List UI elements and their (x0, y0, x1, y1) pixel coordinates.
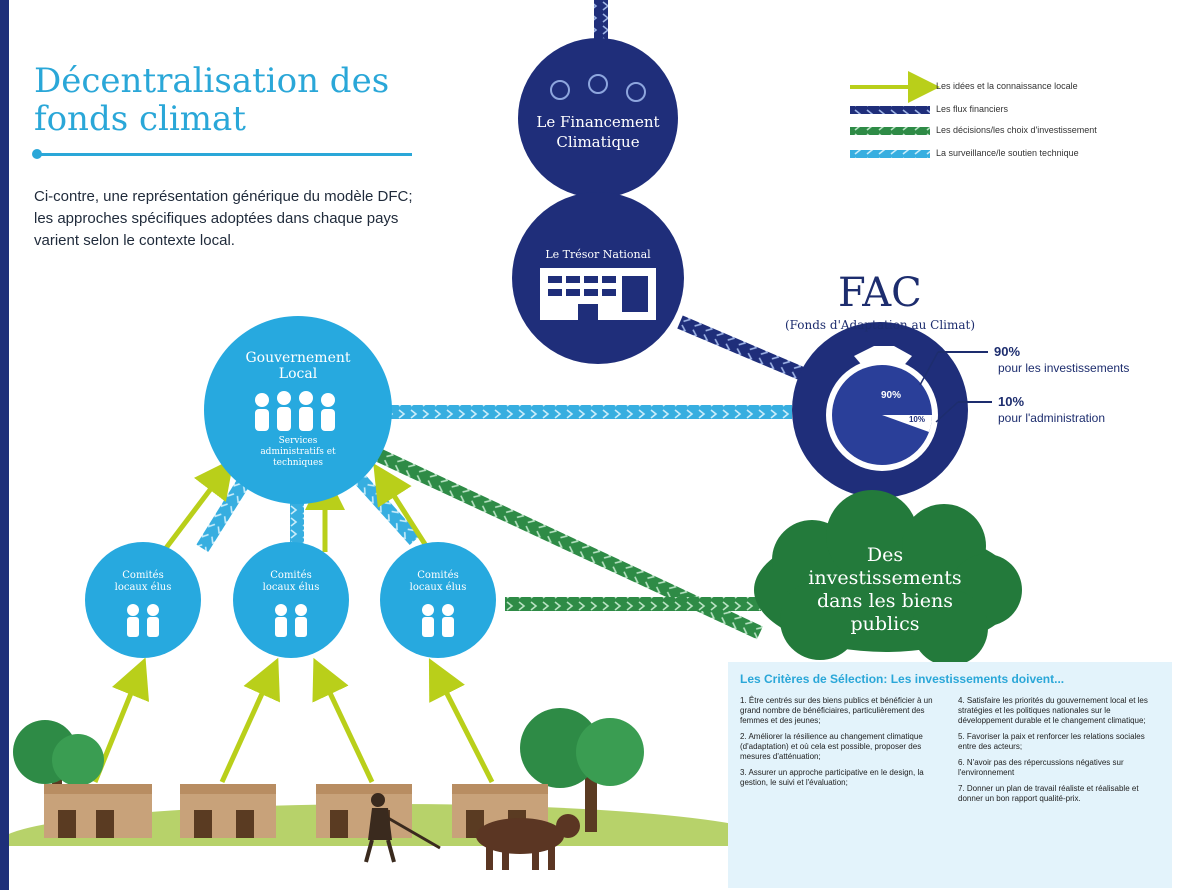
flow-comite-investissements (505, 597, 761, 611)
title-rule (36, 153, 412, 156)
financement-node (518, 38, 678, 198)
building-icon (540, 268, 656, 320)
idea-arrow (373, 463, 433, 554)
ox-icon (476, 814, 580, 870)
criteria-item: 5. Favoriser la paix et renforcer les re… (958, 732, 1145, 751)
criteria-column-left: 1. Être centrés sur des biens publics et… (740, 696, 945, 794)
comite-node-2 (233, 542, 349, 658)
gouvernement-title: Gouvernement Local (228, 350, 368, 382)
village-hut (180, 784, 276, 838)
comite-label-3: Comités locaux élus (409, 570, 467, 593)
village-hut (44, 784, 152, 838)
criteria-column-right: 4. Satisfaire les priorités du gouvernem… (958, 696, 1163, 810)
fac-10-label: 10% (908, 415, 925, 424)
left-accent-bar (0, 0, 9, 890)
investissements-label: Des investissements dans les biens publi… (808, 544, 962, 635)
criteria-title: Les Critères de Sélection: Les investiss… (740, 672, 1065, 686)
legend-label-finance: Les flux financiers (936, 104, 1009, 114)
tresor-label: Le Trésor National (545, 248, 651, 261)
criteria-box: Les Critères de Sélection: Les investiss… (728, 662, 1172, 888)
description: Ci-contre, une représentation générique … (34, 188, 413, 249)
idea-arrow (312, 657, 375, 784)
legend-label-ideas: Les idées et la connaissance locale (936, 81, 1078, 91)
gouvernement-title-line2: Local (278, 366, 318, 382)
fac-90-label: 90% (880, 390, 901, 401)
comite-label-2: Comités locaux élus (262, 570, 320, 593)
fac-title: FAC (838, 270, 922, 316)
flow-fac-gouvernement (384, 405, 792, 419)
flow-tresor-fac (677, 315, 805, 381)
flow-gouv-comite-1 (196, 468, 256, 553)
idea-arrow (219, 657, 280, 784)
page-title: Décentralisation des fonds climat (34, 61, 390, 139)
people-group-icon (255, 391, 335, 431)
criteria-item: 7. Donner un plan de travail réaliste et… (958, 784, 1139, 803)
gouvernement-services: Services administratifs et techniques (260, 436, 336, 468)
pct-administration: 10% (998, 394, 1025, 409)
farmer-plough-icon (364, 793, 441, 863)
comite-label-1: Comités locaux élus (114, 570, 172, 593)
fac-10-slice (882, 415, 932, 432)
financement-label-line1: Le Financement (536, 113, 660, 131)
idea-arrow (428, 658, 495, 784)
criteria-item: 6. N'avoir pas des répercussions négativ… (958, 758, 1124, 777)
gouvernement-node (204, 316, 392, 504)
legend-label-surveillance: La surveillance/le soutien technique (936, 148, 1079, 158)
criteria-item: 3. Assurer un approche participative en … (740, 768, 924, 787)
financement-label-line2: Climatique (556, 133, 640, 151)
pct-investments: 90% (994, 344, 1021, 359)
money-bag-icon (826, 346, 938, 471)
investissements-node (754, 490, 1022, 666)
flow-gouvernement-investissements (369, 445, 763, 640)
legend-swatches (850, 71, 940, 158)
criteria-item: 1. Être centrés sur des biens publics et… (740, 696, 933, 725)
financement-label: Le Financement Climatique (530, 112, 666, 152)
criteria-item: 2. Améliorer la résilience au changement… (740, 732, 923, 761)
people-icon (127, 604, 454, 637)
criteria-item: 4. Satisfaire les priorités du gouvernem… (958, 696, 1148, 725)
tree (520, 708, 644, 832)
idea-arrow (158, 458, 235, 558)
gouvernement-title-line1: Gouvernement (245, 350, 351, 366)
comite-node-3 (380, 542, 496, 658)
legend-label-decisions: Les décisions/les choix d'investissement (936, 125, 1097, 135)
fac-subtitle: (Fonds d'Adaptation au Climat) (784, 318, 976, 332)
comite-node-1 (85, 542, 201, 658)
village-hut (316, 784, 412, 838)
pct-investments-text: pour les investissements (998, 361, 1130, 375)
pct-administration-text: pour l'administration (998, 411, 1106, 425)
